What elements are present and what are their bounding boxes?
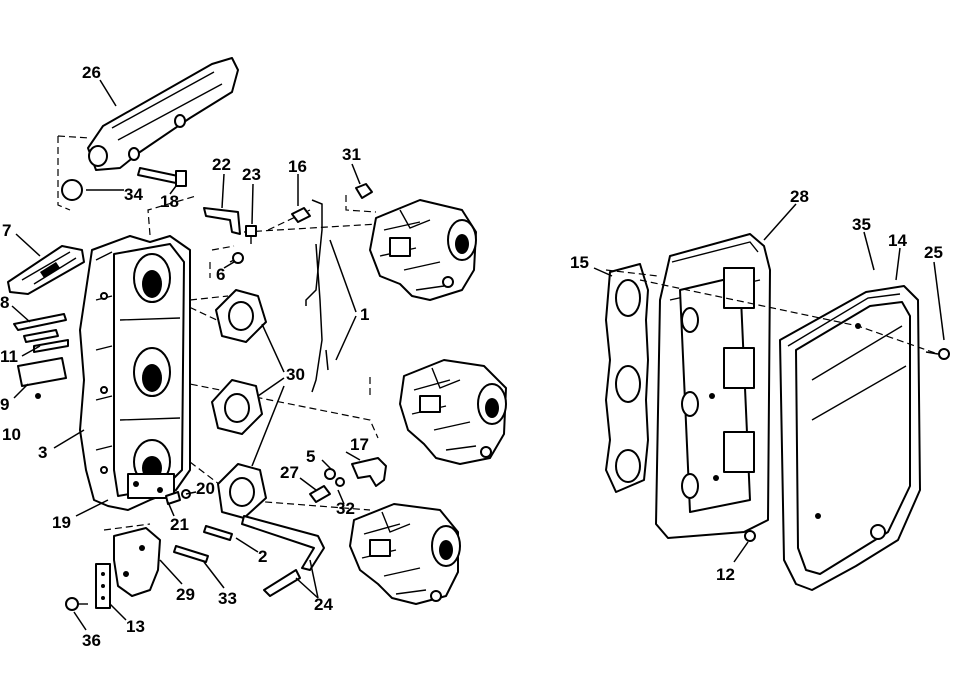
assembly-lines-right	[605, 269, 939, 355]
callout-21: 21	[170, 515, 189, 534]
callout-31: 31	[342, 145, 361, 164]
part-33-screw	[173, 545, 209, 563]
callout-13: 13	[126, 617, 145, 636]
callout-36: 36	[82, 631, 101, 650]
callout-27: 27	[280, 463, 299, 482]
part-30-gaskets	[211, 289, 267, 519]
callout-30: 30	[286, 365, 305, 384]
callout-19: 19	[52, 513, 71, 532]
callout-26: 26	[82, 63, 101, 82]
part-35-seal	[787, 293, 901, 347]
callout-34: 34	[124, 185, 143, 204]
part-29-bracket	[113, 527, 161, 597]
callout-18: 18	[160, 192, 179, 211]
part-16-nut	[291, 207, 311, 223]
callout-28: 28	[790, 187, 809, 206]
carburetor-bottom	[349, 503, 461, 605]
carburetor-middle	[399, 359, 507, 465]
callout-8: 8	[0, 293, 9, 312]
part-5-washer	[324, 468, 336, 480]
part-1-linkage-rods	[305, 199, 329, 393]
part-13-plate	[95, 563, 111, 609]
part-21-plug	[165, 491, 181, 505]
callout-1: 1	[360, 305, 369, 324]
part-6-screw	[229, 252, 244, 264]
part-9-plate	[17, 357, 67, 387]
part-27-screw	[309, 485, 331, 503]
callout-22: 22	[212, 155, 231, 174]
callout-24: 24	[314, 595, 333, 614]
part-22-bracket	[203, 207, 241, 235]
part-28-silencer-base	[655, 233, 771, 539]
callout-32: 32	[336, 499, 355, 518]
carburetor-top	[369, 199, 477, 301]
callout-33: 33	[218, 589, 237, 608]
callout-14: 14	[888, 231, 907, 250]
callout-16: 16	[288, 157, 307, 176]
part-32-washer	[335, 477, 345, 487]
part-24-hoses	[241, 515, 325, 597]
part-7-reed-plate	[7, 245, 85, 295]
callout-17: 17	[350, 435, 369, 454]
callout-23: 23	[242, 165, 261, 184]
callout-7: 7	[2, 221, 11, 240]
part-23-screw	[245, 225, 257, 244]
callout-labels: 26 34 18 22 23 16 31 7 6 8 1 11 30 9 10 …	[0, 63, 943, 650]
part-8-clip	[13, 313, 67, 343]
part-17-bracket	[351, 457, 387, 487]
part-34-ring	[61, 179, 83, 201]
callout-12: 12	[716, 565, 735, 584]
part-10-pin	[35, 393, 41, 399]
callout-3: 3	[38, 443, 47, 462]
callout-9: 9	[0, 395, 9, 414]
callout-25: 25	[924, 243, 943, 262]
callout-5: 5	[306, 447, 315, 466]
callout-20: 20	[196, 479, 215, 498]
part-2-rod	[203, 525, 233, 541]
callout-2: 2	[258, 547, 267, 566]
callout-15: 15	[570, 253, 589, 272]
part-3-intake-manifold	[79, 235, 191, 511]
part-31-nut	[355, 183, 373, 199]
callout-35: 35	[852, 215, 871, 234]
part-36-bolt	[65, 597, 88, 611]
leader-lines	[11, 79, 945, 631]
part-26-arm	[87, 57, 239, 171]
part-25-screw	[925, 348, 950, 360]
part-14-cover	[779, 285, 921, 591]
part-15-gasket	[605, 263, 649, 493]
part-12-screw	[744, 530, 756, 542]
callout-29: 29	[176, 585, 195, 604]
callout-6: 6	[216, 265, 225, 284]
part-18-screw	[137, 167, 187, 187]
callout-10: 10	[2, 425, 21, 444]
callout-11: 11	[0, 347, 18, 366]
